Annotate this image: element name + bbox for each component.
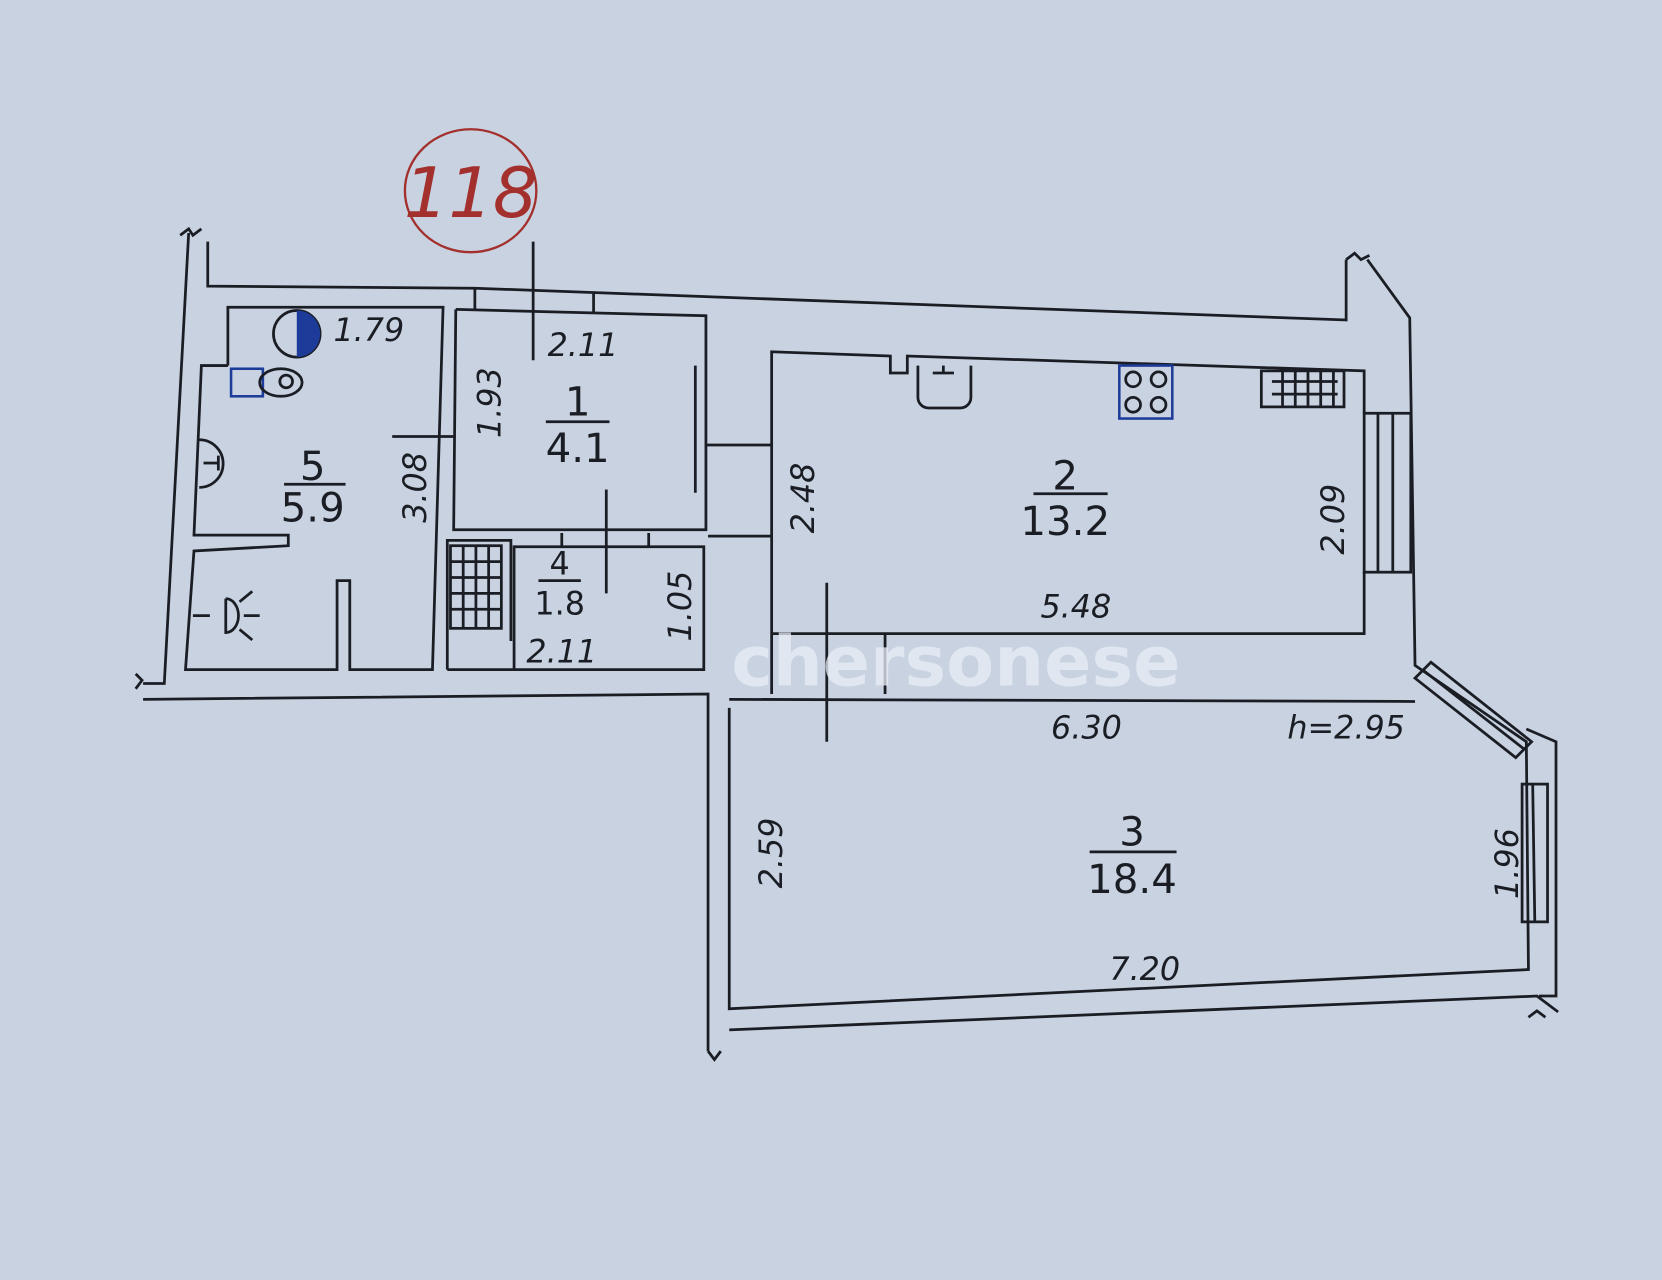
room-area: 5.9: [281, 485, 345, 531]
room-1-walls: [455, 308, 772, 447]
room-number: 2: [1052, 454, 1078, 500]
dim-bath-side: 3.08: [397, 452, 434, 523]
window-bay: [1412, 660, 1534, 760]
room-area: 1.8: [534, 586, 585, 623]
lamp-icon: [192, 590, 260, 642]
dim-living-right: 1.96: [1489, 828, 1526, 899]
room-label-1: 1 4.1: [546, 379, 610, 472]
room-number: 5: [300, 444, 326, 490]
window-living: [1520, 782, 1549, 924]
room-label-3: 3 18.4: [1087, 810, 1177, 904]
room-label-2: 2 13.2: [1020, 454, 1110, 546]
dim-bath-top: 1.79: [333, 312, 404, 349]
wall-break-left: [134, 672, 144, 690]
dim-living-left: 2.59: [753, 818, 790, 889]
storage-shelves-icon: [449, 544, 503, 630]
dimensions: 1.79 2.11 1.93 3.08 2.11 1.05 2.48 2.09 …: [333, 312, 1525, 988]
wall-break-top-left: [179, 226, 203, 238]
room-area: 18.4: [1087, 857, 1177, 903]
dim-room1-side: 1.93: [471, 367, 508, 438]
dim-room4-side: 1.05: [662, 571, 699, 642]
room-3-walls: [729, 697, 1416, 703]
dim-kitchen-bottom: 5.48: [1040, 589, 1111, 626]
room-label-4: 4 1.8: [534, 545, 585, 622]
room-area: 13.2: [1020, 499, 1110, 545]
watermark: chersonese: [731, 622, 1180, 703]
room-number: 1: [565, 379, 591, 425]
plan-number: 118: [404, 153, 538, 234]
room-number: 4: [550, 545, 570, 582]
dim-room4-bottom: 2.11: [526, 633, 597, 670]
wall-break-bottom: [706, 1050, 722, 1062]
outer-walls: [134, 226, 1559, 1062]
room-5-walls: [184, 305, 445, 672]
dim-kitchen-right: 2.09: [1315, 484, 1352, 555]
toilet-icon: [229, 367, 304, 398]
stove-icon: [1118, 364, 1174, 420]
room-2-walls: [770, 350, 1366, 695]
kitchen-sink-icon: [916, 365, 973, 410]
wall-break-bottom-right: [1527, 1009, 1547, 1019]
dim-room1-top: 2.11: [548, 327, 619, 364]
bathtub-icon: [272, 309, 322, 359]
ceiling-height: h=2.95: [1287, 710, 1405, 747]
room-label-5: 5 5.9: [281, 444, 346, 531]
dim-kitchen-left: 2.48: [785, 463, 822, 534]
window-kitchen: [1362, 411, 1413, 574]
room-area: 4.1: [546, 426, 610, 472]
plan-number-stamp: 118: [403, 128, 538, 254]
radiator-icon: [1259, 369, 1346, 409]
dim-living-top: 6.30: [1051, 710, 1122, 747]
dim-living-bottom: 7.20: [1109, 951, 1180, 988]
room-4-walls: [445, 539, 513, 670]
sink-icon: [199, 438, 225, 489]
wall-break-top-right: [1345, 251, 1371, 262]
room-number: 3: [1119, 810, 1145, 856]
